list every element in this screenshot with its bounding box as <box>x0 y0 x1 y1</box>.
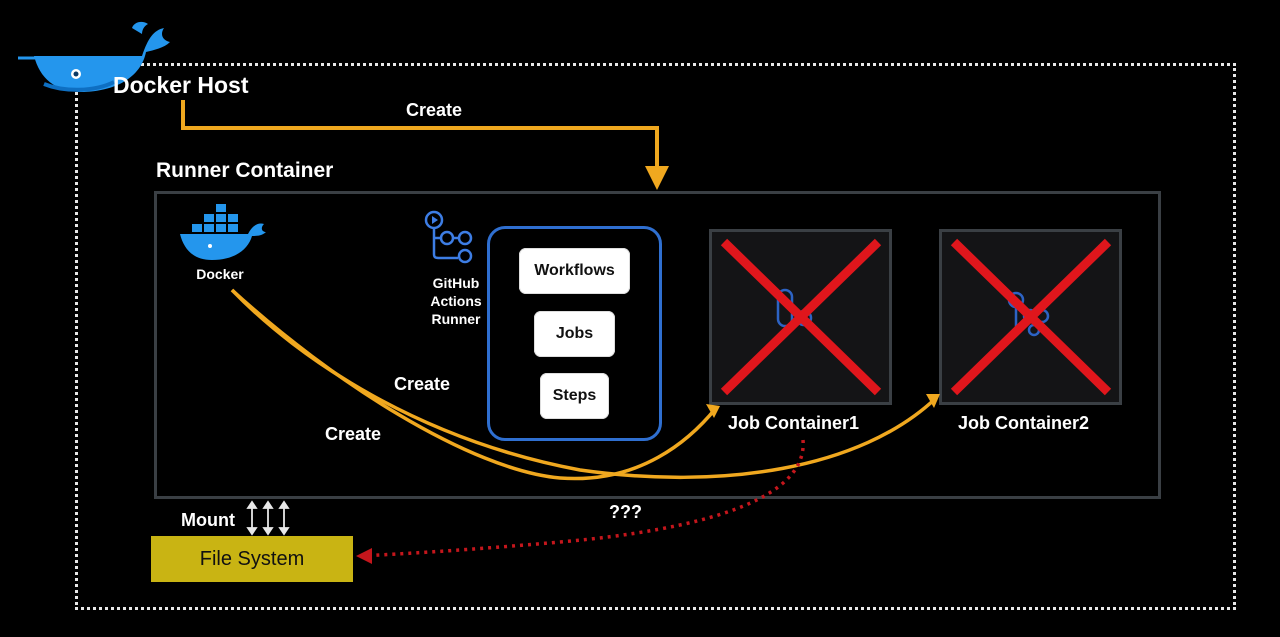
docker-label: Docker <box>196 266 244 282</box>
github-actions-runner-label: GitHub Actions Runner <box>420 274 492 328</box>
job-container-2-label: Job Container2 <box>958 413 1090 433</box>
workflow-panel <box>487 226 662 441</box>
github-label-line-1: GitHub <box>432 275 480 291</box>
host-create-arrowhead <box>645 166 669 190</box>
create-label-job2: Create <box>325 424 382 444</box>
host-create-arrow <box>181 100 659 172</box>
file-system-box: File System <box>151 536 353 582</box>
docker-host-boundary <box>75 63 1236 610</box>
mount-label: Mount <box>181 510 235 530</box>
host-create-label: Create <box>406 100 463 120</box>
create-arrow-job2-head <box>926 394 940 408</box>
runner-container-title: Runner Container <box>156 159 334 182</box>
steps-pill: Steps <box>540 373 609 419</box>
docker-host-whale-icon <box>18 21 170 92</box>
job-container-1-label: Job Container1 <box>728 413 860 433</box>
mount-arrows-icon <box>246 500 290 536</box>
runner-container-box <box>154 191 1161 499</box>
create-arrow-job1 <box>230 288 718 481</box>
create-label-job1: Create <box>394 374 451 394</box>
create-arrow-job1-head <box>706 404 720 418</box>
dotted-link-arrowhead <box>356 548 372 564</box>
dotted-link-filesystem <box>359 439 805 558</box>
question-label: ??? <box>609 502 642 522</box>
docker-host-title: Docker Host <box>113 72 249 98</box>
jobs-pill: Jobs <box>534 311 615 357</box>
github-label-line-2: Actions <box>430 293 482 309</box>
docker-whale-icon <box>180 204 266 260</box>
github-label-line-3: Runner <box>431 311 481 327</box>
job-container-2-cross-icon <box>950 238 1112 396</box>
workflows-pill: Workflows <box>519 248 630 294</box>
job-container-1-cross-icon <box>720 238 882 396</box>
github-actions-icon <box>424 210 473 264</box>
create-arrow-job2 <box>230 288 938 480</box>
